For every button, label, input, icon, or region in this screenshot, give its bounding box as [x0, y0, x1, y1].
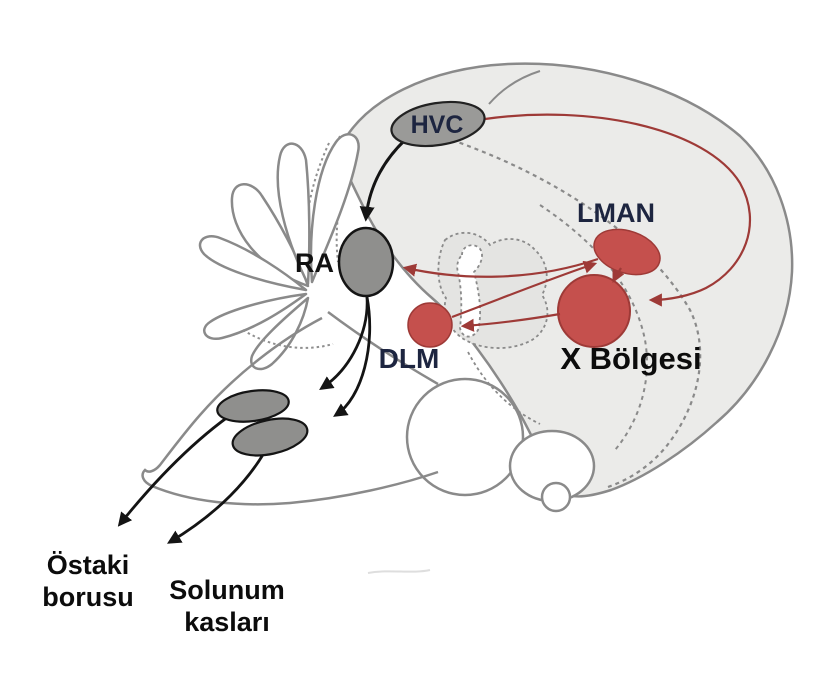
thalamus-tail-dashed: [467, 351, 541, 425]
hemisphere-division-line: [488, 70, 541, 105]
cerebellum-petal: [230, 183, 310, 288]
area-x-label: X Bölgesi: [560, 341, 701, 376]
brainstem-left-bottom-edge: [141, 316, 439, 506]
outline-loop: [540, 481, 572, 513]
cerebrum-outline: [336, 62, 794, 498]
arrow-area-x-to-dlm: [460, 312, 561, 332]
lman-label: LMAN: [577, 198, 655, 228]
ostaki-label-line1: Östaki: [47, 550, 130, 580]
hvc-label: HVC: [411, 111, 464, 139]
arrow-lman-to-area-x: [612, 267, 625, 283]
solunum-label-line2: kasları: [184, 607, 270, 637]
pallial-boundary-dashed-outer: [451, 138, 702, 489]
brainstem-nucleus-lower: [231, 417, 309, 457]
area-x-nucleus: [557, 274, 631, 348]
dlm-label: DLM: [379, 343, 440, 374]
hvc-nucleus: [390, 100, 486, 148]
arrow-hvc-to-ra: [359, 138, 407, 222]
arrow-ra-to-brainstem-upper: [319, 296, 369, 390]
cerebellum-petal: [203, 292, 308, 341]
solunum-label-line1: Solunum: [169, 575, 285, 605]
arrow-dlm-to-lman: [451, 260, 598, 319]
cerebellum-petal: [198, 235, 308, 292]
cerebellum-petal: [309, 133, 360, 284]
arrow-ra-to-brainstem-lower: [333, 296, 372, 417]
brainstem-nucleus-upper: [216, 389, 290, 423]
ostaki-label-line2: borusu: [42, 582, 134, 612]
arrow-hvc-to-area-x: [484, 113, 751, 307]
cerebellum-base-dotted-arc: [242, 329, 334, 349]
dlm-nucleus: [407, 302, 453, 348]
ra-nucleus: [337, 226, 395, 298]
faint-artifact-line: [367, 569, 431, 574]
ra-label: RA: [295, 248, 334, 278]
cerebellum: [198, 133, 360, 371]
thalamus-outline: [437, 231, 549, 349]
cerebellum-petal: [276, 142, 311, 286]
pallial-boundary-dashed-inner: [539, 204, 648, 451]
brainstem-upper-edge: [327, 310, 439, 386]
optic-lobe-large: [405, 377, 525, 497]
arrow-lman-to-ra: [402, 257, 599, 278]
